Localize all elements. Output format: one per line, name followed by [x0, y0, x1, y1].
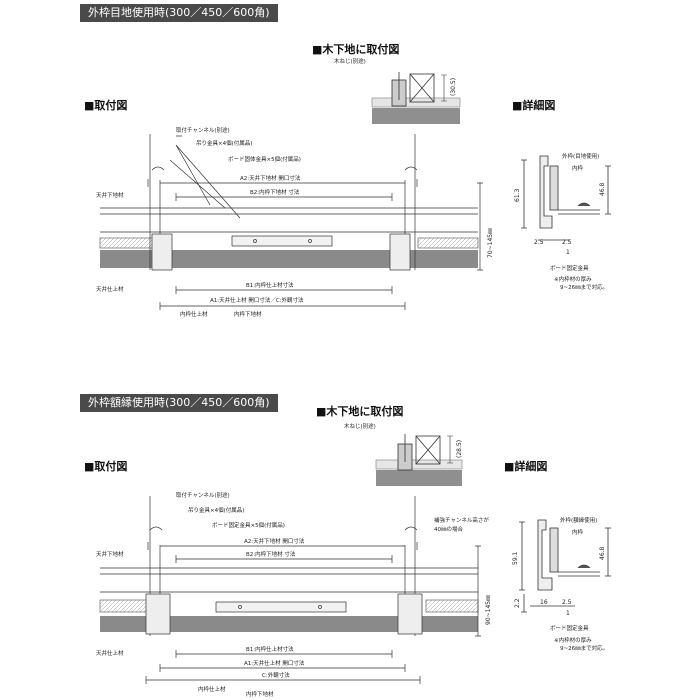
det-note2-top: 9~26㎜まで対応。 [560, 283, 608, 291]
det-note1-top: ※内枠材の厚み [554, 275, 592, 283]
range-label-bottom: 90~145㎜ [485, 595, 492, 625]
b2-label-bottom: B2:内枠下地材 寸法 [246, 550, 296, 558]
channel-label-top: 取付チャンネル(別途) [176, 126, 230, 134]
reinforce2-bottom: 40㎜の場合 [434, 525, 463, 533]
det-h2-top: 46.8 [599, 182, 606, 196]
det-w1-top: 2.5 [534, 239, 544, 246]
wood-mount-diagram-top [371, 72, 461, 124]
c-label-bottom: C:外観寸法 [262, 671, 290, 679]
title-detail-bottom: ■詳細図 [504, 460, 548, 473]
det-w2-top: 2.5 [562, 239, 572, 246]
det-h1-bottom: 59.1 [512, 551, 519, 565]
reinforce1-bottom: 補強チャンネル高さが [434, 516, 489, 524]
detail-diagram-bottom [519, 519, 611, 613]
title-wood-top: ■木下地に取付図 [312, 43, 400, 56]
wood-dim-bottom: (28.5) [456, 440, 463, 458]
inner-base-label-bottom: 内枠下地材 [246, 690, 274, 698]
a2-label-top: A2:天井下地材 開口寸法 [240, 174, 301, 182]
det-note1-bottom: ※内枠材の厚み [554, 636, 592, 644]
wood-mount-diagram-bottom [375, 434, 463, 486]
det-board-top: ボード固定金具 [550, 264, 589, 272]
det-h3-bottom: 2.2 [514, 598, 521, 608]
inner-base-label-top: 内枠下地材 [234, 310, 262, 318]
install-diagram-bottom [99, 496, 481, 684]
title-detail-top: ■詳細図 [512, 99, 556, 112]
det-w1-bottom: 16 [540, 599, 548, 606]
det-inner-top: 内枠 [572, 164, 584, 172]
range-label-top: 70~145㎜ [487, 228, 494, 258]
b2-label-top: B2:内枠下地材 寸法 [250, 188, 300, 196]
ceiling-base-label-top: 天井下地材 [96, 191, 124, 199]
det-w3-bottom: 1 [566, 610, 570, 617]
ceiling-finish-label-top: 天井仕上材 [96, 285, 124, 293]
install-diagram-top [99, 134, 483, 310]
title-install-top: ■取付図 [84, 99, 128, 112]
det-w3-top: 1 [566, 249, 570, 256]
a1-label-bottom: A1:天井仕上材 開口寸法 [244, 659, 305, 667]
b1-label-top: B1:内枠仕上材寸法 [246, 281, 294, 289]
inner-finish-label-bottom: 内枠仕上材 [198, 685, 226, 693]
det-h1-top: 61.3 [514, 188, 521, 202]
ceiling-finish-label-bottom: 天井仕上材 [96, 649, 124, 657]
det-board-bottom: ボード固定金具 [550, 624, 589, 632]
wood-dim-top: (30.5) [450, 78, 457, 96]
title-wood-bottom: ■木下地に取付図 [316, 405, 404, 418]
a1-label-top: A1:天井仕上材 開口寸法／C:外観寸法 [210, 296, 304, 304]
b1-label-bottom: B1:内枠仕上材寸法 [246, 645, 294, 653]
det-outer-bottom: 外枠(額縁使用) [560, 516, 597, 524]
det-note2-bottom: 9~26㎜まで対応。 [560, 644, 608, 652]
wood-screw-label-bottom: 木ねじ(別途) [344, 422, 376, 430]
board-label-bottom: ボード固定金具×5個(付属品) [212, 521, 285, 529]
wood-screw-label-top: 木ねじ(別途) [334, 57, 366, 65]
section-header-top: 外枠目地使用時(300／450／600角) [80, 4, 278, 22]
board-label-top: ボード固体金具×5個(付属品) [228, 155, 301, 163]
detail-diagram-top [521, 155, 611, 241]
section-header-bottom: 外枠額縁使用時(300／450／600角) [80, 394, 278, 412]
det-outer-top: 外枠(目地使用) [562, 152, 599, 160]
title-install-bottom: ■取付図 [84, 460, 128, 473]
ceiling-base-label-bottom: 天井下地材 [96, 550, 124, 558]
det-h2-bottom: 46.8 [599, 546, 606, 560]
hanger-label-bottom: 吊り金具×4個(付属品) [188, 506, 244, 514]
a2-label-bottom: A2:天井下地材 開口寸法 [244, 537, 305, 545]
det-w2-bottom: 2.5 [562, 599, 572, 606]
hanger-label-top: 吊り金具×4個(付属品) [196, 139, 252, 147]
det-inner-bottom: 内枠 [572, 528, 584, 536]
inner-finish-label-top: 内枠仕上材 [180, 310, 208, 318]
channel-label-bottom: 取付チャンネル(別途) [176, 491, 230, 499]
